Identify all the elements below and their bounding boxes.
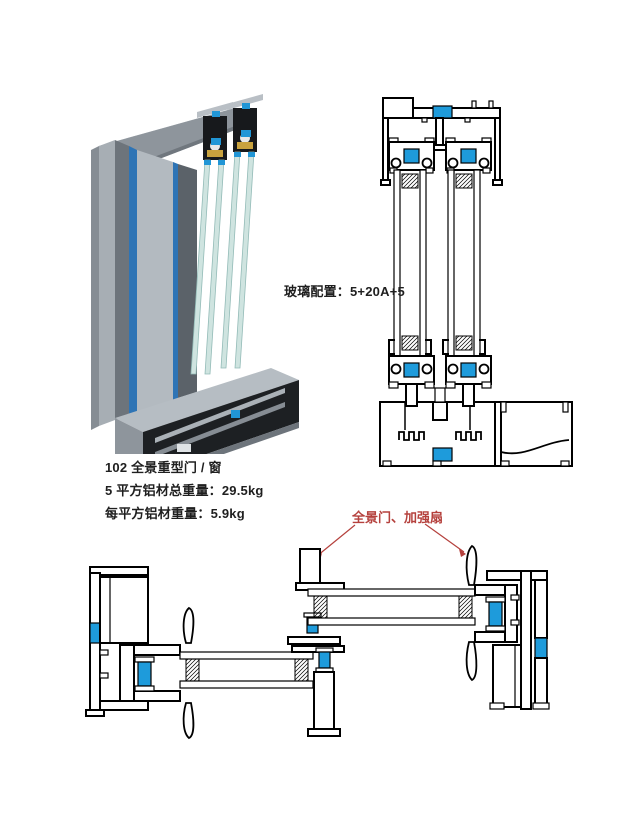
spacer-hatch — [455, 173, 473, 189]
product-title: 102 全景重型门 / 窗 — [105, 460, 222, 475]
aluminum-profile-3d-render — [91, 94, 299, 454]
unit-weight-line: 每平方铝材重量：5.9kg — [105, 506, 245, 521]
spacer-hatch — [401, 335, 419, 351]
sash-bottom-left-profile — [388, 355, 435, 407]
anti-bump-fin-upper-left — [182, 606, 195, 644]
right-jamb-profile — [486, 570, 550, 710]
arrowhead-right — [459, 549, 466, 557]
horizontal-cross-section-drawing — [85, 523, 550, 740]
right-sash-receiver-profile — [474, 584, 518, 643]
glass-panes — [190, 151, 255, 375]
anti-bump-fin-lower-left — [182, 702, 195, 740]
roller-track-left — [398, 431, 425, 441]
left-jamb-profile — [85, 566, 149, 717]
head-frame-profile — [380, 97, 503, 186]
anti-bump-fin-lower-right — [465, 641, 478, 682]
glazing-unit-left — [388, 169, 432, 357]
anti-bump-fin-upper-right — [465, 544, 478, 586]
spacer-hatch — [401, 173, 419, 189]
sill-track-profile — [379, 401, 573, 467]
sash-top-left-profile — [388, 137, 435, 174]
jamb-and-inner-layers — [91, 140, 197, 430]
total-weight-line: 5 平方铝材总重量：29.5kg — [105, 483, 264, 498]
left-panel-glazing — [179, 651, 314, 689]
spacer-hatch — [185, 658, 200, 682]
spacer-hatch — [458, 595, 473, 619]
interlock-meeting-stiles — [287, 548, 345, 737]
vertical-cross-section-drawing — [379, 97, 573, 467]
cut-sash-sections — [197, 94, 263, 160]
sill-beam — [115, 368, 299, 454]
product-info-block: 102 全景重型门 / 窗 5 平方铝材总重量：29.5kg 每平方铝材重量：5… — [105, 456, 264, 525]
left-sash-receiver-profile — [119, 644, 181, 702]
glazing-unit-right — [442, 169, 486, 357]
right-panel-glazing — [307, 588, 476, 626]
roller-track-right — [455, 431, 482, 441]
sash-bottom-right-profile — [434, 355, 492, 407]
annotation-label: 全景门、加强扇 — [352, 510, 444, 525]
spacer-hatch — [455, 335, 473, 351]
spacer-hatch — [294, 658, 309, 682]
spacer-hatch — [313, 595, 328, 619]
glass-config-label: 玻璃配置：5+20A+5 — [284, 284, 405, 299]
sash-top-right-profile — [445, 137, 492, 174]
annotation-leader-lines — [315, 523, 466, 561]
